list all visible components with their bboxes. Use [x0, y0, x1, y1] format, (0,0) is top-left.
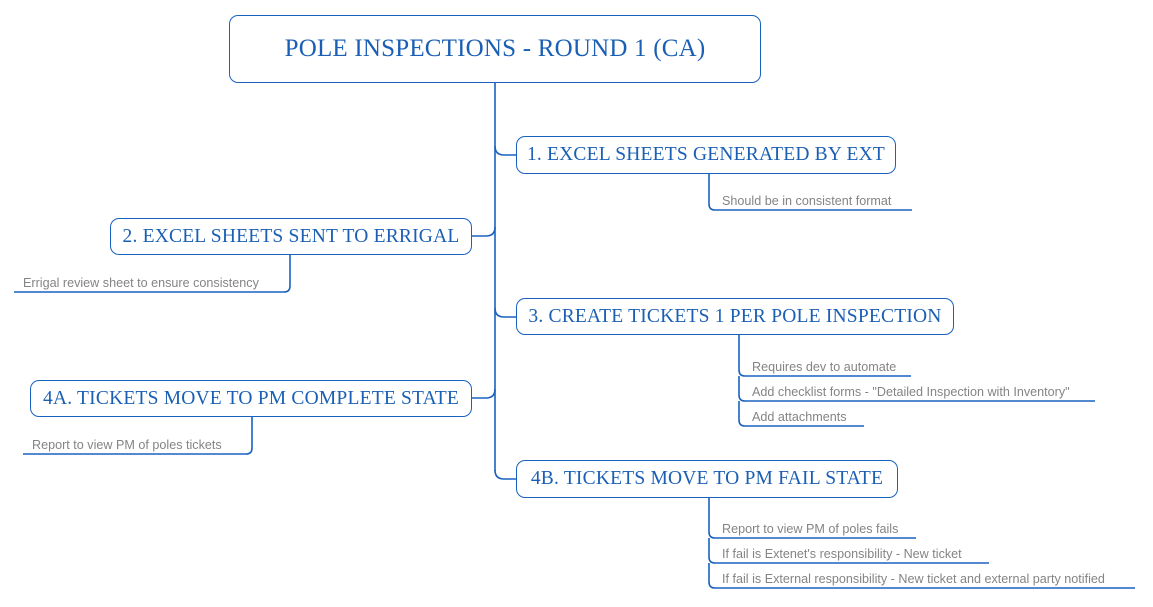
subitem-4b-2[interactable]: If fail is External responsibility - New… — [716, 568, 1135, 588]
subspine-branch-2 — [283, 254, 291, 293]
subspine-branch-1 — [708, 173, 716, 211]
subitem-3-0-label: Requires dev to automate — [752, 360, 897, 375]
subspine-branch-4b3 — [708, 563, 716, 589]
subitem-4b-1-label: If fail is Extenet's responsibility - Ne… — [722, 547, 962, 562]
elbow-branch-4b — [494, 469, 516, 480]
elbow-branch-3 — [494, 307, 516, 318]
subspine-branch-3b — [738, 376, 746, 402]
subitem-3-0[interactable]: Requires dev to automate — [746, 356, 911, 376]
branch-node-2-label: 2. EXCEL SHEETS SENT TO ERRIGAL — [122, 225, 460, 247]
root-node-label: POLE INSPECTIONS - ROUND 1 (CA) — [284, 35, 706, 62]
subitem-4a-0[interactable]: Report to view PM of poles tickets — [26, 434, 245, 454]
subitem-3-2[interactable]: Add attachments — [746, 406, 864, 426]
branch-node-4b[interactable]: 4B. TICKETS MOVE TO PM FAIL STATE — [516, 460, 898, 498]
subitem-2-0[interactable]: Errigal review sheet to ensure consisten… — [17, 272, 283, 292]
subitem-1-0-label: Should be in consistent format — [722, 194, 892, 209]
subitem-3-2-label: Add attachments — [752, 410, 847, 425]
subspine-branch-4b — [708, 497, 716, 539]
subspine-branch-4b2 — [708, 538, 716, 564]
elbow-branch-4a — [472, 388, 496, 399]
branch-node-1[interactable]: 1. EXCEL SHEETS GENERATED BY EXT — [516, 136, 896, 174]
elbow-branch-2 — [472, 226, 496, 237]
subitem-3-1[interactable]: Add checklist forms - "Detailed Inspecti… — [746, 381, 1095, 401]
subitem-4b-0-label: Report to view PM of poles fails — [722, 522, 899, 537]
branch-node-1-label: 1. EXCEL SHEETS GENERATED BY EXT — [526, 144, 886, 165]
subitem-2-0-label: Errigal review sheet to ensure consisten… — [23, 276, 259, 291]
branch-node-4a-label: 4A. TICKETS MOVE TO PM COMPLETE STATE — [43, 387, 459, 409]
branch-node-2[interactable]: 2. EXCEL SHEETS SENT TO ERRIGAL — [110, 218, 472, 255]
root-node[interactable]: POLE INSPECTIONS - ROUND 1 (CA) — [229, 15, 761, 83]
subitem-4b-0[interactable]: Report to view PM of poles fails — [716, 518, 916, 538]
subitem-4a-0-label: Report to view PM of poles tickets — [32, 438, 222, 453]
branch-node-4a[interactable]: 4A. TICKETS MOVE TO PM COMPLETE STATE — [30, 380, 472, 417]
elbow-branch-1 — [494, 145, 516, 156]
branch-node-4b-label: 4B. TICKETS MOVE TO PM FAIL STATE — [530, 468, 884, 489]
subspine-branch-3 — [738, 335, 746, 377]
branch-node-3[interactable]: 3. CREATE TICKETS 1 PER POLE INSPECTION — [516, 298, 954, 335]
subspine-branch-4a — [245, 416, 253, 455]
subitem-4b-1[interactable]: If fail is Extenet's responsibility - Ne… — [716, 543, 989, 563]
subitem-4b-2-label: If fail is External responsibility - New… — [722, 572, 1105, 587]
subspine-branch-3c — [738, 401, 746, 427]
branch-node-3-label: 3. CREATE TICKETS 1 PER POLE INSPECTION — [528, 305, 942, 327]
subitem-1-0[interactable]: Should be in consistent format — [716, 190, 912, 210]
subitem-3-1-label: Add checklist forms - "Detailed Inspecti… — [752, 385, 1070, 400]
